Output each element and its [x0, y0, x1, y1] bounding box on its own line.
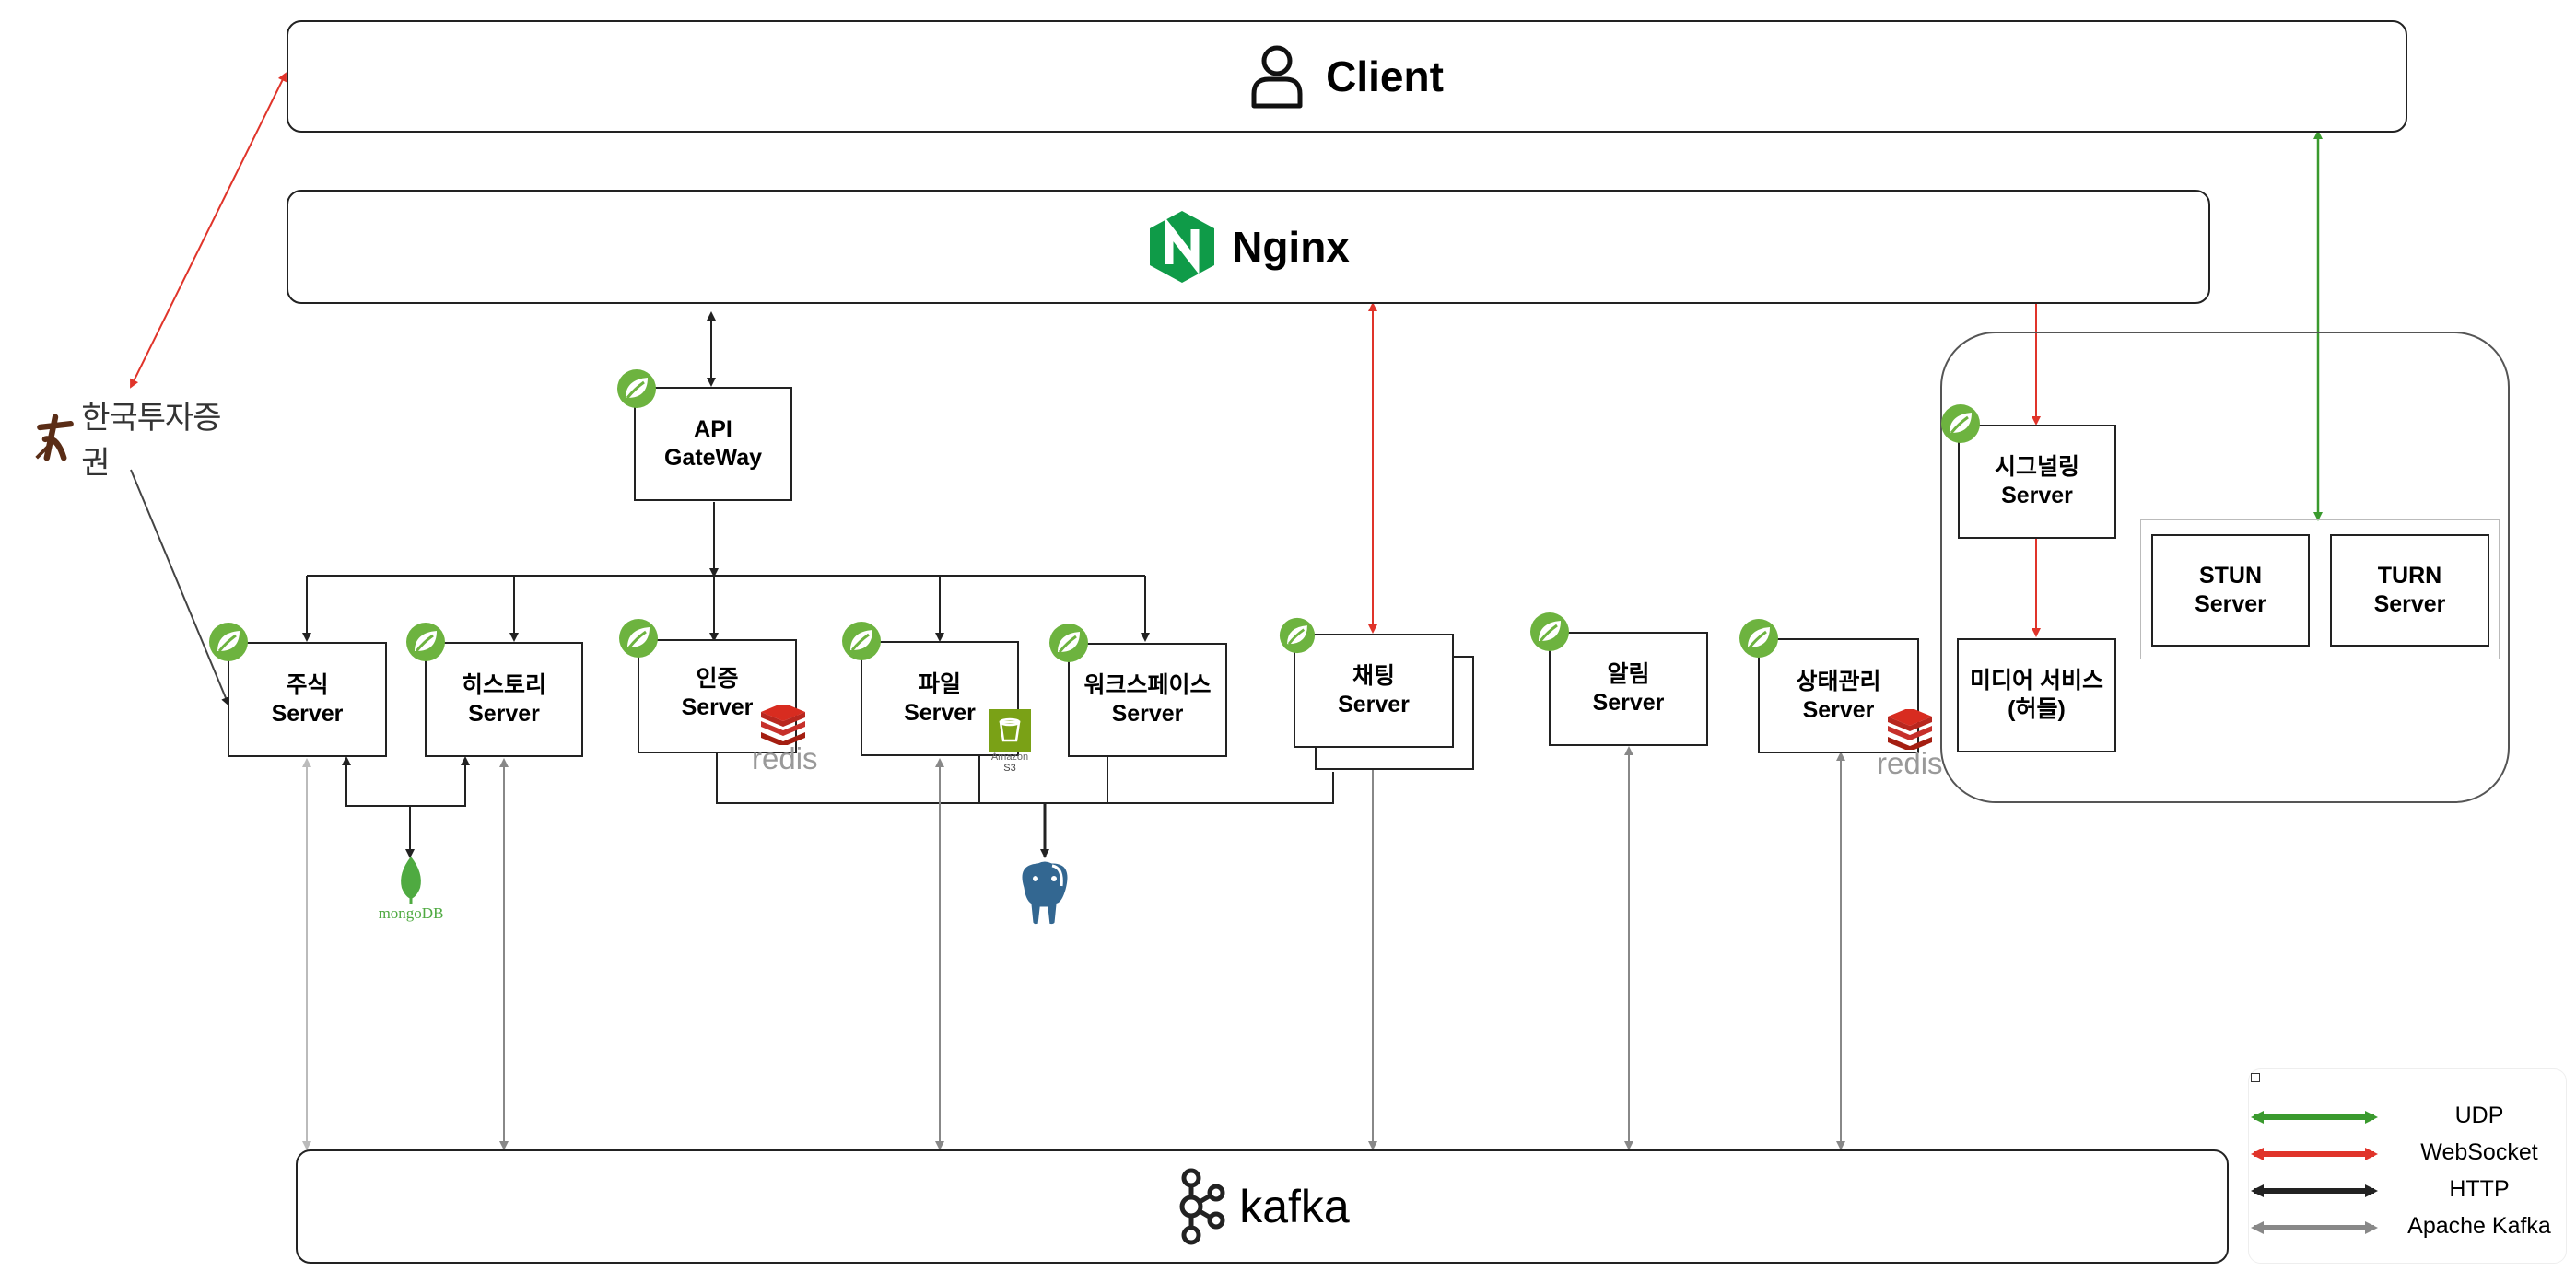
nginx-label: Nginx: [1232, 223, 1350, 271]
media-service-name: 미디어 서비스: [1970, 668, 2103, 694]
media-service-sub: (허들): [2008, 696, 2066, 722]
history-server-sub: Server: [468, 700, 540, 727]
history-server-name: 히스토리: [461, 671, 546, 698]
korea-investment-logo[interactable]: 한국투자증권: [33, 401, 236, 481]
spring-leaf-icon: [617, 369, 656, 408]
person-icon: [1251, 45, 1303, 109]
turn-server-sub: Server: [2373, 591, 2446, 617]
api-gateway-line1: API: [694, 416, 732, 442]
stun-server-name: STUN: [2198, 563, 2263, 589]
auth-server-box[interactable]: 인증 Server: [638, 639, 797, 753]
nginx-bar[interactable]: Nginx: [287, 190, 2210, 304]
api-gateway-line2: GateWay: [663, 445, 763, 471]
legend-websocket-label: WebSocket: [2420, 1139, 2538, 1165]
stun-server-sub: Server: [2195, 591, 2266, 617]
http-services-postgres: [716, 753, 1334, 804]
korea-investment-mark-icon: [35, 414, 74, 461]
file-server-name: 파일: [918, 670, 961, 697]
legend-kafka-label: Apache Kafka: [2407, 1213, 2551, 1239]
stock-server-name: 주식: [286, 671, 329, 698]
amazon-s3-icon: [989, 709, 1031, 752]
media-service-box[interactable]: 미디어 서비스 (허들): [1957, 638, 2116, 752]
kafka-label: kafka: [1239, 1181, 1350, 1232]
notification-server-name: 알림: [1607, 661, 1650, 687]
workspace-server-box[interactable]: 워크스페이스 Server: [1068, 643, 1227, 757]
http-stock-history-mongo: [342, 756, 470, 807]
s3-label-line1: Amazon: [990, 752, 1029, 763]
legend-arrows: [2251, 1111, 2378, 1234]
chat-server-name: 채팅: [1352, 663, 1395, 689]
korea-investment-label: 한국투자증권: [81, 401, 221, 481]
stock-server-sub: Server: [271, 700, 344, 727]
redis-logo-status: redis: [1875, 709, 1950, 781]
signaling-server-name: 시그널링: [1994, 454, 2079, 480]
legend-handle-icon: [2251, 1073, 2260, 1082]
file-server-sub: Server: [904, 699, 976, 726]
kafka-logo: [1179, 1168, 1225, 1245]
ws-client-korea: [130, 72, 287, 389]
spring-leaf-icon: [1739, 619, 1778, 658]
signaling-server-box[interactable]: 시그널링 Server: [1958, 425, 2116, 539]
spring-leaf-icon: [1530, 612, 1569, 651]
auth-server-sub: Server: [681, 694, 754, 720]
workspace-server-name: 워크스페이스: [1083, 672, 1212, 698]
notification-server-sub: Server: [1592, 690, 1665, 716]
spring-leaf-icon: [1049, 624, 1088, 662]
client-label: Client: [1326, 52, 1444, 100]
status-server-name: 상태관리: [1796, 668, 1881, 694]
spring-leaf-icon: [619, 619, 658, 658]
spring-leaf-icon: [209, 623, 248, 661]
spring-leaf-icon: [1941, 404, 1980, 443]
mongodb-icon: [401, 857, 421, 904]
api-gateway-box[interactable]: API GateWay: [634, 387, 792, 501]
redis-label: redis: [752, 741, 818, 775]
legend-http-label: HTTP: [2449, 1176, 2510, 1202]
kafka-bar[interactable]: kafka: [296, 1149, 2229, 1264]
chat-server-sub: Server: [1338, 692, 1410, 717]
s3-label-line2: S3: [1003, 763, 1016, 774]
stun-server-box[interactable]: STUN Server: [2151, 534, 2310, 647]
turn-server-name: TURN: [2377, 563, 2442, 589]
legend: UDP WebSocket HTTP Apache Kafka: [2248, 1068, 2567, 1264]
signaling-server-sub: Server: [2001, 483, 2073, 508]
legend-udp-label: UDP: [2454, 1102, 2504, 1128]
redis-label: redis: [1877, 746, 1943, 780]
nginx-logo: [1150, 211, 1215, 283]
turn-server-box[interactable]: TURN Server: [2330, 534, 2489, 647]
webrtc-group: [1940, 332, 2510, 803]
chat-server-box[interactable]: 채팅 Server: [1294, 634, 1454, 748]
spring-leaf-icon: [406, 623, 445, 661]
redis-logo-auth: redis: [748, 705, 822, 776]
spring-leaf-icon: [842, 622, 881, 660]
workspace-server-sub: Server: [1111, 701, 1184, 727]
auth-server-name: 인증: [696, 666, 739, 692]
stock-server-box[interactable]: 주식 Server: [228, 642, 387, 757]
history-server-box[interactable]: 히스토리 Server: [425, 642, 583, 757]
status-server-box[interactable]: 상태관리 Server: [1758, 638, 1919, 753]
spring-leaf-icon: [1279, 617, 1316, 654]
amazon-s3-logo: Amazon S3: [982, 709, 1037, 779]
mongodb-logo: mongoDB: [365, 857, 457, 927]
http-korea-stock: [130, 469, 230, 706]
stun-turn-group: [2140, 519, 2500, 659]
redis-icon: [761, 705, 805, 745]
notification-server-box[interactable]: 알림 Server: [1549, 632, 1708, 746]
status-server-sub: Server: [1802, 696, 1875, 723]
mongodb-label: mongoDB: [378, 904, 444, 922]
redis-icon: [1888, 709, 1932, 750]
client-bar[interactable]: Client: [287, 20, 2407, 133]
postgresql-logo: [1019, 858, 1071, 927]
